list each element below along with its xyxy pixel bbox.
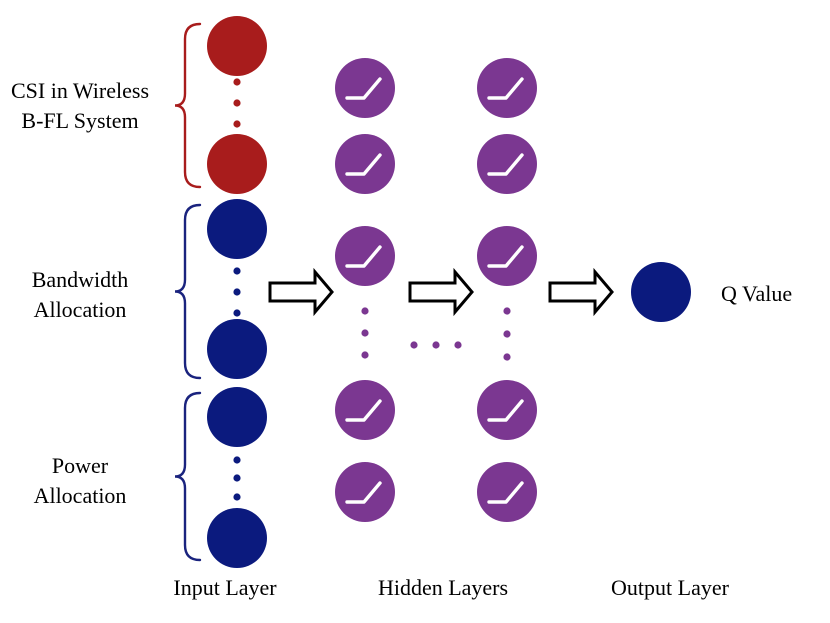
power-group-label-line2: Allocation <box>33 483 127 508</box>
csi-group-brace <box>174 22 202 189</box>
q-value-output-node <box>631 262 691 322</box>
hidden-node <box>335 134 395 194</box>
hidden-node-circle <box>335 226 395 286</box>
hidden-ellipsis-dot <box>503 307 511 315</box>
relu-activation-icon <box>487 245 524 268</box>
hidden-ellipsis-dot <box>361 307 369 315</box>
relu-activation-icon <box>487 153 524 176</box>
hidden-node <box>335 58 395 118</box>
relu-activation-icon <box>345 481 382 504</box>
csi-group-label-line1: CSI in Wireless <box>10 78 150 103</box>
hidden-ellipsis-dot <box>503 353 511 361</box>
bandwidth-group-label-line1: Bandwidth <box>31 267 129 292</box>
relu-activation-icon <box>345 77 382 100</box>
input-layer-nodes <box>207 16 267 568</box>
power-group-label-line1: Power <box>51 453 109 478</box>
csi-group-label: CSI in Wireless B-FL System <box>0 76 160 136</box>
hidden-layers-ellipsis-dot <box>454 341 462 349</box>
csi-ellipsis-dot <box>233 120 241 128</box>
ellipsis-dots <box>233 78 511 501</box>
block-arrow-right-icon <box>548 267 614 317</box>
power-ellipsis-dot <box>233 456 241 464</box>
layer-arrows <box>268 267 614 317</box>
hidden-node-circle <box>335 134 395 194</box>
hidden-node <box>335 462 395 522</box>
power-ellipsis-dot <box>233 474 241 482</box>
csi-input-node <box>207 16 267 76</box>
hidden-node <box>335 380 395 440</box>
hidden-node-circle <box>335 380 395 440</box>
relu-activation-icon <box>487 77 524 100</box>
hidden-layers-label: Hidden Layers <box>377 575 509 600</box>
power-group-brace <box>174 391 202 562</box>
hidden-node-circle <box>477 226 537 286</box>
input-layer-label: Input Layer <box>173 575 277 600</box>
relu-activation-icon <box>487 399 524 422</box>
hidden-node-circle <box>477 134 537 194</box>
hidden-node <box>477 58 537 118</box>
power-group-label: Power Allocation <box>0 451 160 511</box>
bandwidth-group-label-line2: Allocation <box>33 297 127 322</box>
q-value-label: Q Value <box>721 281 793 306</box>
relu-activation-icon <box>345 245 382 268</box>
relu-activation-icon <box>487 481 524 504</box>
group-braces <box>174 22 202 562</box>
hidden-node-circle <box>477 58 537 118</box>
hidden-ellipsis-dot <box>361 351 369 359</box>
hidden-node-circle <box>335 462 395 522</box>
block-arrow-right-icon <box>268 267 334 317</box>
bandwidth-input-node <box>207 199 267 259</box>
power-ellipsis-dot <box>233 493 241 501</box>
output-layer-label: Output Layer <box>611 575 729 600</box>
output-layer-nodes <box>631 262 691 322</box>
csi-ellipsis-dot <box>233 99 241 107</box>
csi-input-node <box>207 134 267 194</box>
bandwidth-group-brace <box>174 203 202 380</box>
hidden-node <box>477 226 537 286</box>
bandwidth-ellipsis-dot <box>233 288 241 296</box>
hidden-node <box>335 226 395 286</box>
csi-group-label-line2: B-FL System <box>21 108 139 133</box>
hidden-node <box>477 134 537 194</box>
hidden-ellipsis-dot <box>361 329 369 337</box>
hidden-ellipsis-dot <box>503 330 511 338</box>
bandwidth-ellipsis-dot <box>233 267 241 275</box>
bandwidth-input-node <box>207 319 267 379</box>
hidden-layers-ellipsis-dot <box>410 341 418 349</box>
hidden-node <box>477 380 537 440</box>
relu-activation-icon <box>345 153 382 176</box>
power-input-node <box>207 508 267 568</box>
hidden-node-circle <box>335 58 395 118</box>
bandwidth-ellipsis-dot <box>233 309 241 317</box>
hidden-layer-nodes <box>335 58 537 522</box>
hidden-node-circle <box>477 462 537 522</box>
hidden-node <box>477 462 537 522</box>
hidden-node-circle <box>477 380 537 440</box>
hidden-layers-ellipsis-dot <box>432 341 440 349</box>
relu-activation-icon <box>345 399 382 422</box>
bandwidth-group-label: Bandwidth Allocation <box>0 265 160 325</box>
block-arrow-right-icon <box>408 267 474 317</box>
csi-ellipsis-dot <box>233 78 241 86</box>
power-input-node <box>207 387 267 447</box>
